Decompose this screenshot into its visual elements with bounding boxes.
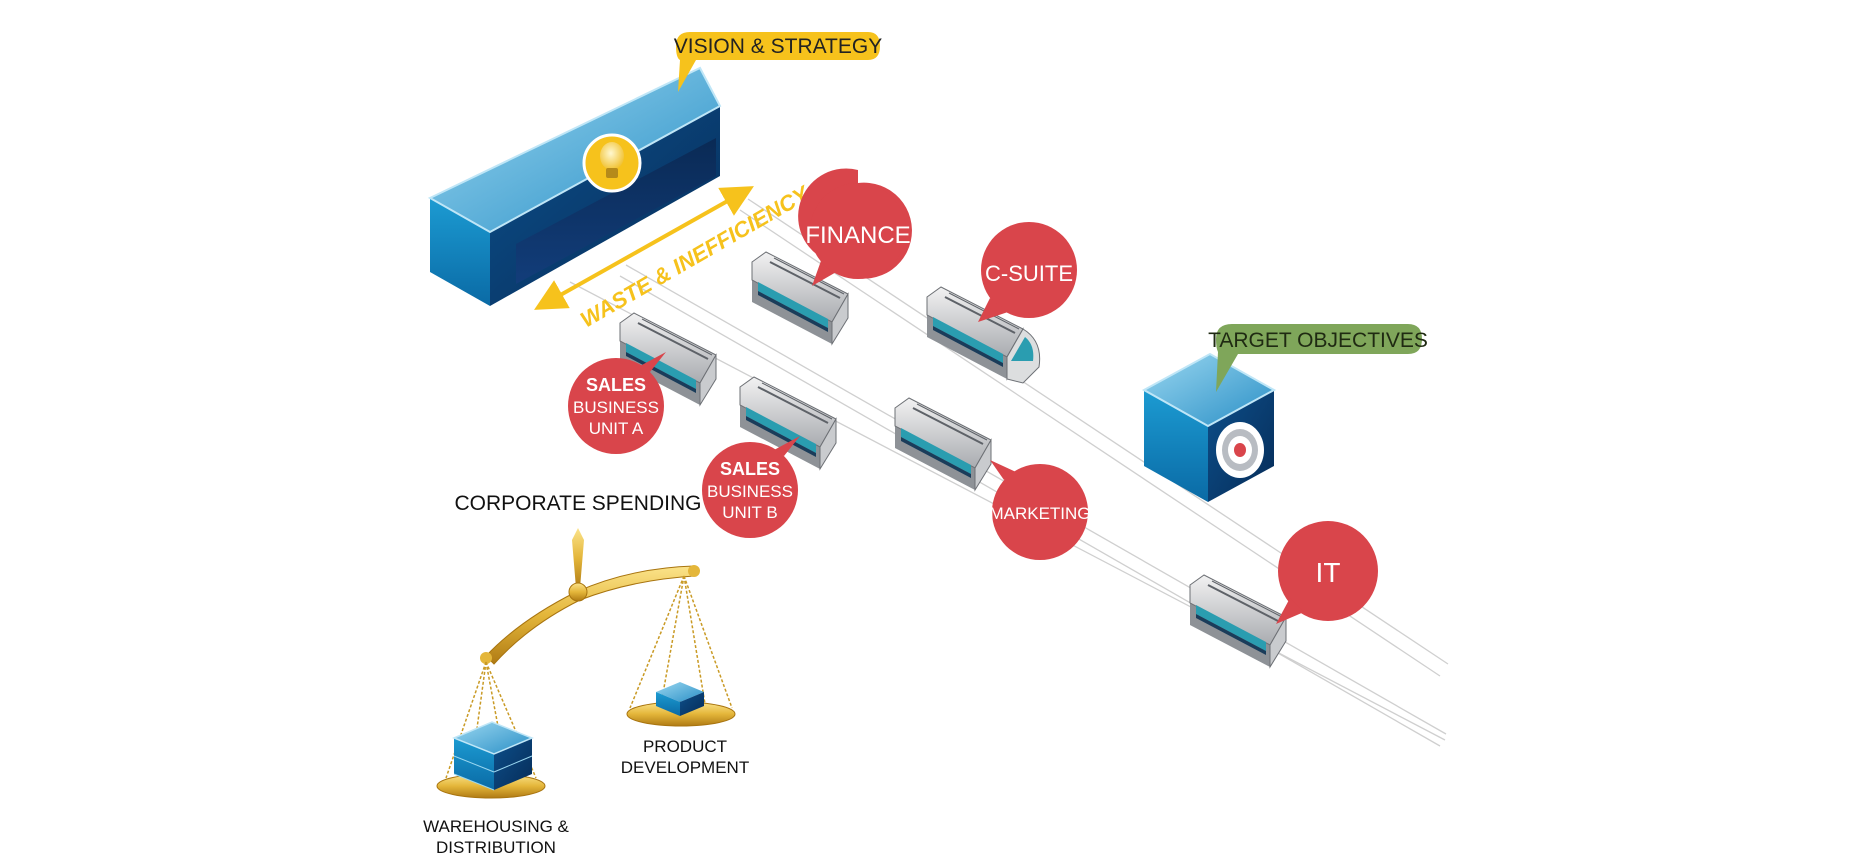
lightbulb-icon [582, 133, 642, 193]
marketing-label: MARKETING [989, 504, 1090, 523]
train-icon [926, 286, 1041, 384]
csuite-label: C-SUITE [985, 261, 1073, 286]
cargo-cube-icon [656, 682, 704, 716]
target-objectives-label: TARGET OBJECTIVES [1208, 329, 1428, 352]
sales-b-line1: SALES [720, 459, 780, 479]
target-objectives-callout: TARGET OBJECTIVES [1208, 324, 1428, 392]
it-label: IT [1316, 557, 1341, 588]
warehousing-line1: WAREHOUSING & [423, 817, 569, 836]
sales-a-line3: UNIT A [589, 419, 644, 438]
vision-strategy-callout: VISION & STRATEGY [674, 32, 882, 92]
pin-it: IT [1276, 521, 1378, 624]
cargo-cube-icon [452, 721, 534, 791]
train-icon [894, 397, 992, 491]
target-icon [1216, 422, 1264, 478]
train-icon [1189, 574, 1287, 668]
sales-b-line3: UNIT B [722, 503, 777, 522]
sales-a-line2: BUSINESS [573, 398, 659, 417]
sales-a-line1: SALES [586, 375, 646, 395]
product-development-line2: DEVELOPMENT [621, 758, 749, 777]
pin-finance: FINANCE [798, 168, 912, 286]
pin-sales-a: SALES BUSINESS UNIT A [568, 352, 666, 454]
finance-label: FINANCE [805, 222, 910, 249]
pin-csuite: C-SUITE [978, 222, 1077, 322]
product-development-line1: PRODUCT [643, 737, 727, 756]
warehousing-line2: DISTRIBUTION [436, 838, 556, 857]
vision-strategy-label: VISION & STRATEGY [674, 35, 882, 58]
target-objectives-cube [1141, 352, 1277, 502]
sales-b-line2: BUSINESS [707, 482, 793, 501]
pin-marketing: MARKETING [989, 460, 1091, 560]
corporate-spending-label: CORPORATE SPENDING [455, 492, 702, 515]
pin-sales-b: SALES BUSINESS UNIT B [702, 436, 800, 538]
